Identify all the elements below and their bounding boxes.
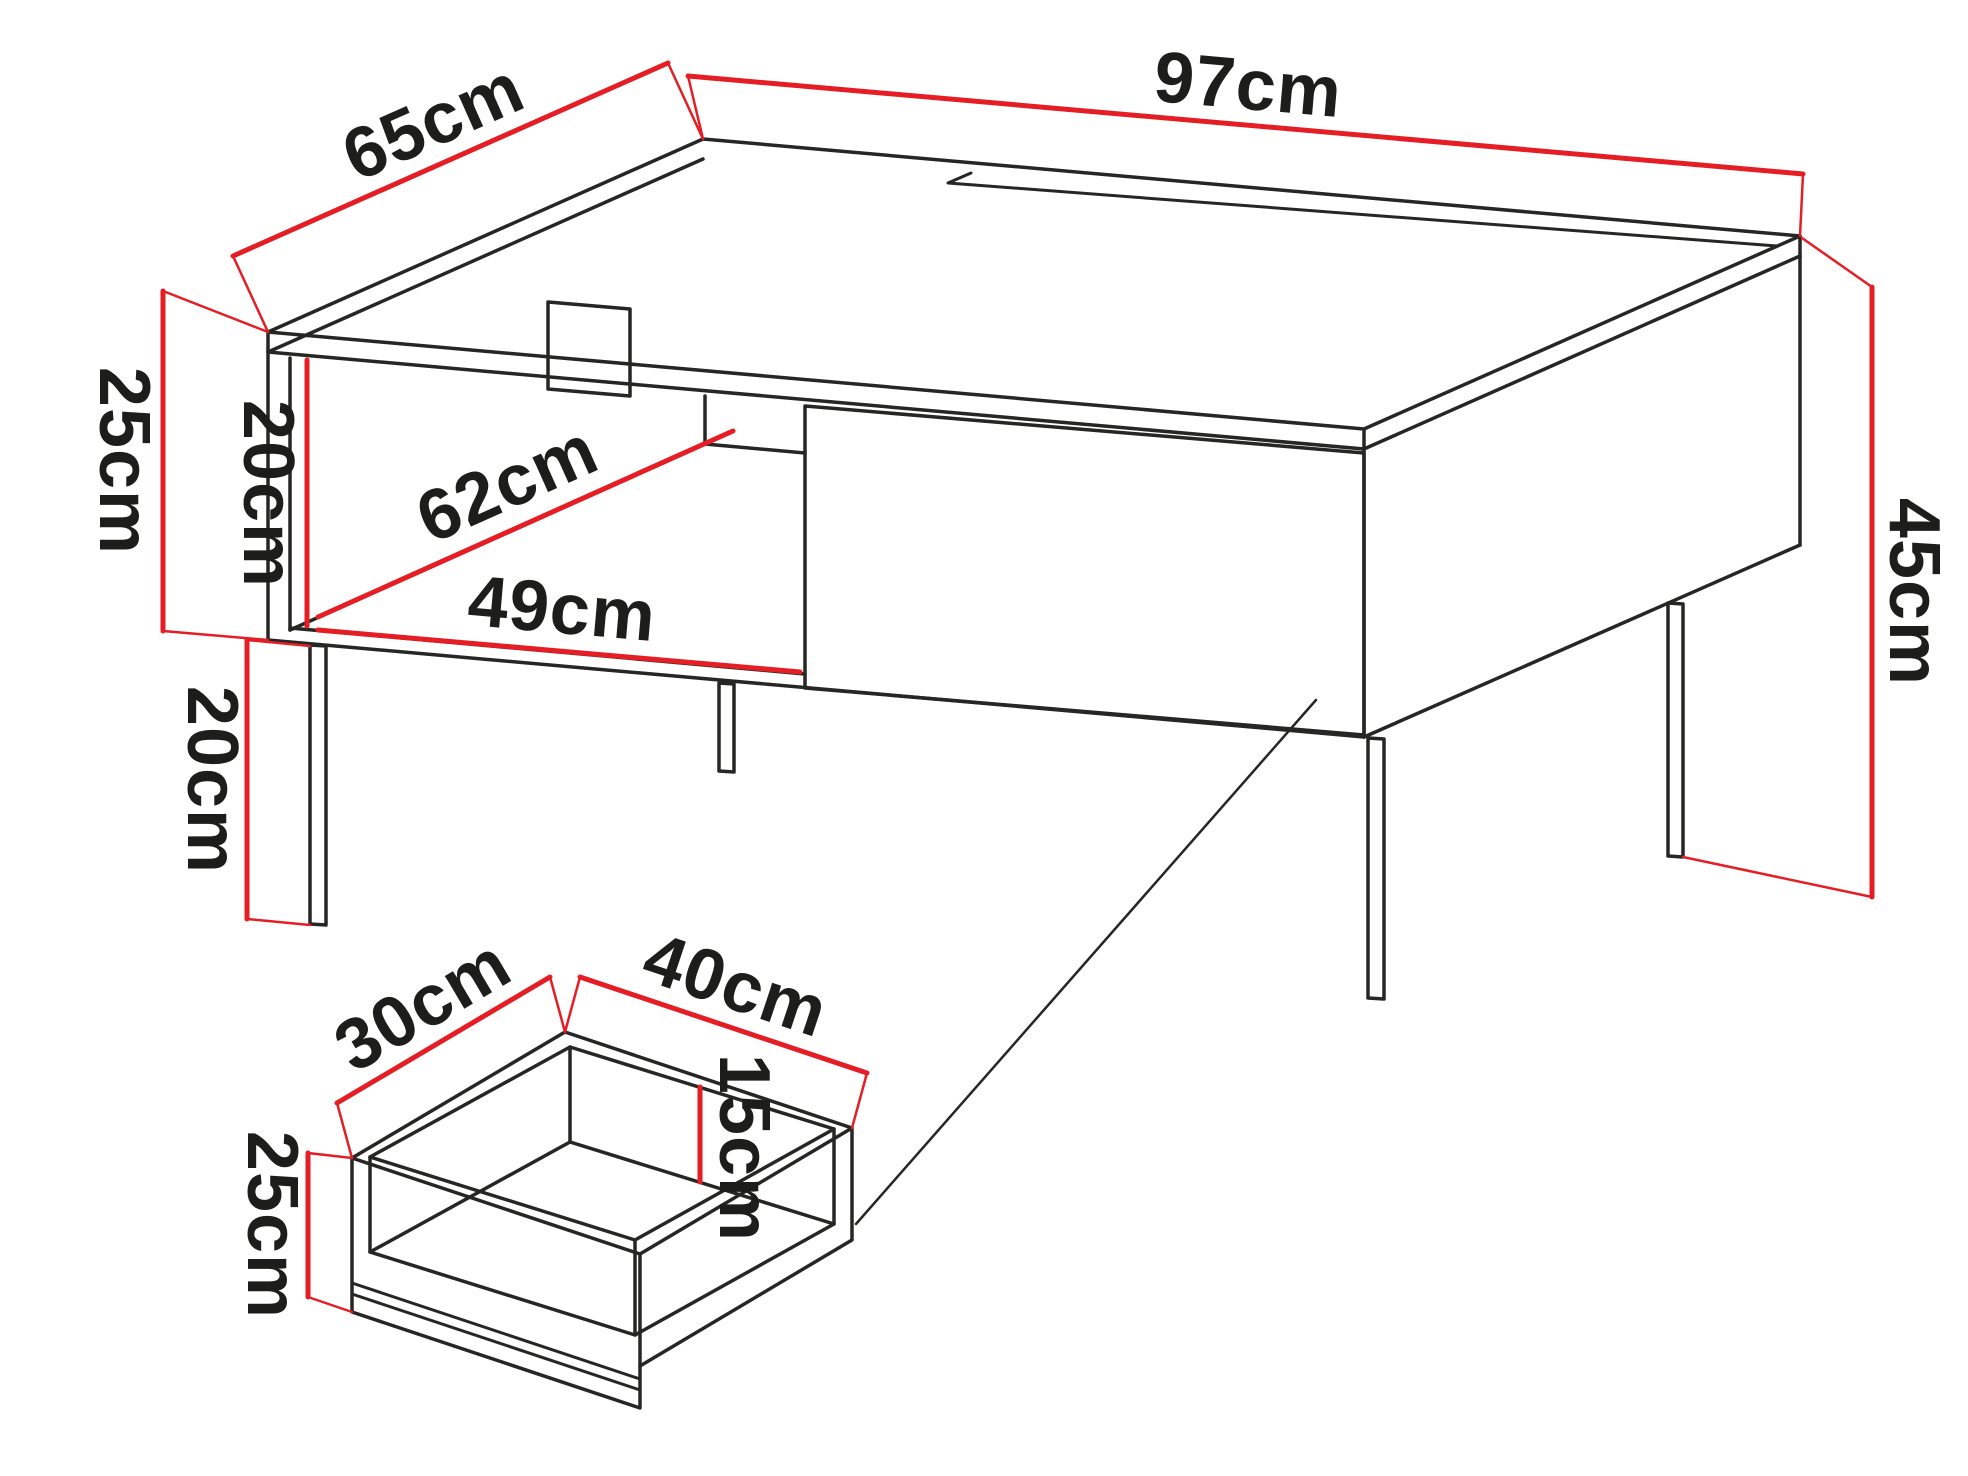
label-drawer-front-height: 25cm: [232, 1131, 312, 1319]
coffee-table-drawing: [266, 137, 1802, 1226]
dim-line-table-width-97: [685, 73, 1806, 177]
label-drawer-width: 40cm: [634, 917, 838, 1053]
drawer-callout-pointer-line: [854, 698, 1318, 1226]
leg-front-right: [1366, 736, 1386, 1001]
dimension-lines: [160, 60, 1875, 1300]
ext-table-leg-height: [245, 638, 312, 927]
drawer-front-panel-groove-lower: [350, 1292, 642, 1392]
back-panel-cutout: [546, 300, 632, 398]
dim-line-drawer-width-40: [577, 974, 870, 1076]
label-compartment-depth: 62cm: [405, 409, 609, 559]
label-table-width: 97cm: [1151, 37, 1345, 133]
ext-table-depth: [231, 61, 705, 334]
drawer-front-panel: [803, 404, 1366, 737]
leg-back-left: [717, 681, 736, 774]
ext-table-width: [686, 74, 1805, 238]
ext-drawer-width: [563, 975, 869, 1130]
tabletop-outline: [266, 137, 1802, 431]
drawer-front-panel-groove-upper: [350, 1281, 642, 1381]
drawer-front-panel-outline: [350, 1156, 642, 1410]
dim-line-drawer-depth-30: [334, 974, 553, 1106]
ext-drawer-depth: [335, 975, 567, 1160]
dimension-labels: 65cm 97cm 25cm 20cm 62cm 49cm 20cm 45cm …: [84, 37, 1954, 1319]
label-table-body-height: 25cm: [84, 367, 164, 555]
label-compartment-height: 20cm: [228, 400, 308, 588]
label-compartment-width: 49cm: [465, 561, 659, 657]
label-table-depth: 65cm: [331, 47, 535, 196]
shelf-floor-back-edge: [703, 442, 807, 455]
tabletop-seam-line: [946, 171, 1779, 248]
ext-table-body-height: [161, 289, 270, 642]
right-side-bottom-edge: [1362, 543, 1802, 739]
label-table-total-height: 45cm: [1874, 498, 1954, 686]
dim-line-table-depth-65: [230, 60, 671, 259]
ext-drawer-front-height: [306, 1151, 354, 1314]
label-leg-height: 20cm: [172, 686, 252, 874]
dim-line-compartment-depth-62: [315, 428, 736, 620]
dim-line-compartment-width-49: [315, 627, 803, 675]
tabletop-left-thickness-edge: [266, 157, 705, 354]
ext-table-total-height: [1681, 236, 1874, 899]
label-drawer-interior-height: 15cm: [704, 1054, 784, 1242]
leg-back-right: [1666, 601, 1685, 859]
leg-front-left: [308, 643, 328, 927]
dimension-extension-lines: [161, 61, 1874, 1314]
drawer-side-panel-outline: [638, 1126, 854, 1368]
label-drawer-depth: 30cm: [321, 923, 524, 1088]
